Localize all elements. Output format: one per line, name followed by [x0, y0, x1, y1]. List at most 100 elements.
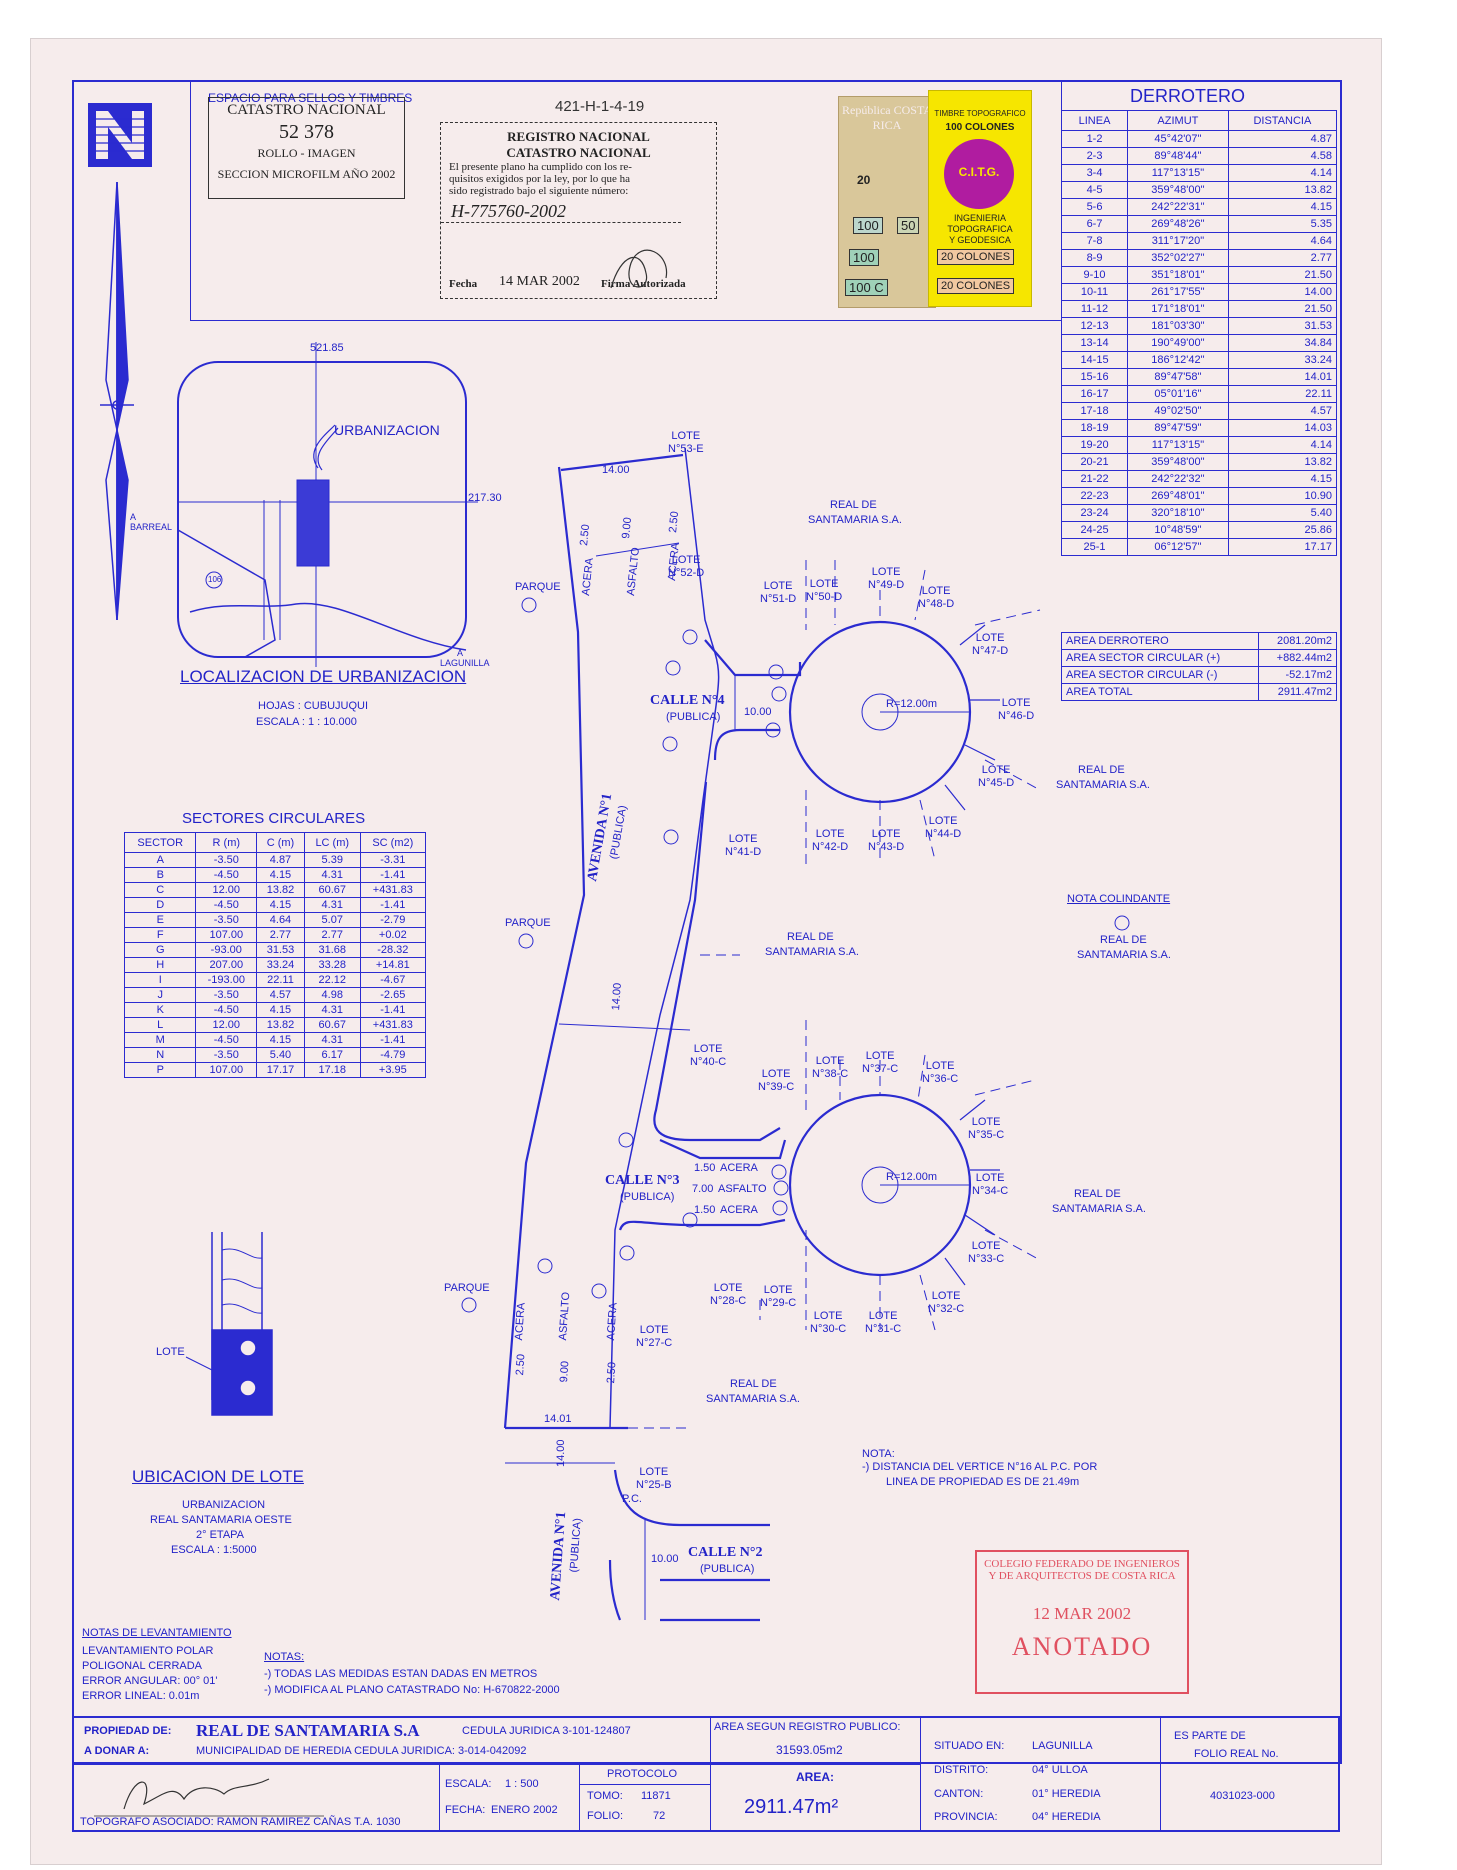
registro-text-2: quisitos exigidos por la ley, por lo que…	[449, 173, 631, 185]
timbre-20-b: 20 COLONES	[937, 278, 1015, 294]
sectores-cell-r: 12.00	[195, 882, 258, 898]
registro-title: REGISTRO NACIONAL	[507, 129, 650, 144]
derrotero-cell-linea: 15-16	[1060, 368, 1129, 386]
sectores-cell-c: 31.53	[256, 942, 305, 958]
sectores-cell-r: -3.50	[195, 852, 258, 868]
lote-number: N°50-D	[806, 591, 843, 603]
sectores-cell-c: 13.82	[256, 882, 305, 898]
lote-number: N°25-B	[636, 1479, 672, 1491]
dim-9-00-top: 9.00	[620, 516, 635, 540]
lote-word: LOTE	[761, 1068, 791, 1080]
drawing-frame	[72, 80, 1342, 1764]
lote-word: LOTE	[975, 1172, 1005, 1184]
sectores-cell-c: 4.15	[256, 1032, 305, 1048]
lote-word: LOTE	[921, 585, 951, 597]
propiedad-cell: PROPIEDAD DE: REAL DE SANTAMARIA S.A CED…	[74, 1718, 711, 1765]
sectores-col-sc: SC (m2)	[359, 832, 427, 853]
dim-2-50-c: 2.50	[514, 1353, 528, 1376]
sectores-cell-lc: 4.31	[303, 1032, 361, 1048]
sellos-label: ESPACIO PARA SELLOS Y TIMBRES	[208, 91, 413, 105]
levantamiento-2: POLIGONAL CERRADA	[82, 1660, 203, 1672]
lote-word: LOTE	[763, 1284, 793, 1296]
provincia-label: PROVINCIA:	[934, 1811, 998, 1823]
sectores-cell-sector: L	[123, 1017, 197, 1033]
sectores-cell-sc: -1.41	[359, 1002, 427, 1018]
topografo-cell: TOPOGRAFO ASOCIADO: RAMON RAMIREZ CAÑAS …	[74, 1764, 440, 1832]
folio2-value: 72	[653, 1810, 666, 1822]
stamp-50: 50	[897, 217, 920, 234]
sectores-cell-lc: 31.68	[303, 942, 361, 958]
canton-value: 01° HEREDIA	[1032, 1788, 1101, 1800]
situado-label: SITUADO EN:	[934, 1740, 1005, 1752]
sectores-cell-sc: -4.67	[359, 972, 427, 988]
sectores-cell-c: 4.15	[256, 867, 305, 883]
colegio-date: 12 MAR 2002	[1032, 1604, 1132, 1623]
sectores-cell-r: -4.50	[195, 867, 258, 883]
sectores-cell-lc: 60.67	[303, 1017, 361, 1033]
sectores-cell-sector: K	[123, 1002, 197, 1018]
sectores-cell-r: -4.50	[195, 1002, 258, 1018]
sectores-cell-c: 17.17	[256, 1062, 305, 1078]
timbre-topografico: TIMBRE TOPOGRAFICO 100 COLONES C.I.T.G. …	[928, 90, 1032, 307]
topografo-label: TOPOGRAFO ASOCIADO: RAMON RAMIREZ CAÑAS …	[80, 1816, 401, 1828]
area-registro-value: 31593.05m2	[776, 1743, 843, 1757]
sectores-cell-r: -3.50	[195, 912, 258, 928]
santamaria-5: SANTAMARIA S.A.	[1052, 1203, 1146, 1215]
sectores-cell-sector: A	[123, 852, 197, 868]
sectores-cell-lc: 33.28	[303, 957, 361, 973]
catastro-title: CATASTRO NACIONAL	[227, 102, 386, 118]
lote-word: LOTE	[763, 580, 793, 592]
sectores-cell-sc: +3.95	[359, 1062, 427, 1078]
dim-14-00-mid: 14.00	[610, 982, 624, 1011]
lote-number: N°45-D	[978, 777, 1015, 789]
catastro-rollo: ROLLO - IMAGEN	[257, 146, 356, 160]
derrotero-cell-azimut: 05°01'16"	[1127, 385, 1229, 403]
area-registro-cell: AREA SEGUN REGISTRO PUBLICO: 31593.05m2	[710, 1718, 921, 1765]
sectores-cell-c: 4.15	[256, 897, 305, 913]
acera-label-5: ACERA	[720, 1162, 758, 1174]
lote-number: N°34-C	[972, 1185, 1009, 1197]
lote-word: LOTE	[925, 1060, 955, 1072]
lote-number: N°53-E	[668, 443, 704, 455]
distrito-label: DISTRITO:	[934, 1764, 989, 1776]
registro-subtitle: CATASTRO NACIONAL	[506, 145, 651, 160]
stamp-100-b: 100	[849, 249, 879, 266]
area-row-label: AREA TOTAL	[1060, 683, 1260, 701]
calle-2-label: CALLE N°2	[688, 1545, 763, 1560]
derrotero-col-distancia: DISTANCIA	[1227, 110, 1338, 131]
derrotero-cell-linea: 24-25	[1060, 521, 1129, 539]
propiedad-cedula: CEDULA JURIDICA 3-101-124807	[462, 1725, 631, 1737]
derrotero-cell-linea: 4-5	[1060, 181, 1129, 199]
lote-number: N°38-C	[812, 1068, 849, 1080]
lote-number: N°39-C	[758, 1081, 795, 1093]
colegio-line-1: COLEGIO FEDERADO DE INGENIEROS	[984, 1558, 1180, 1570]
derrotero-cell-distancia: 17.17	[1227, 538, 1338, 556]
title-block: PROPIEDAD DE: REAL DE SANTAMARIA S.A CED…	[72, 1716, 1340, 1832]
topografo-signature	[94, 1778, 324, 1817]
localizacion-title: LOCALIZACION DE URBANIZACION	[180, 667, 467, 686]
radio-label-1: R=12.00m	[886, 698, 938, 710]
lote-word: LOTE	[728, 833, 758, 845]
